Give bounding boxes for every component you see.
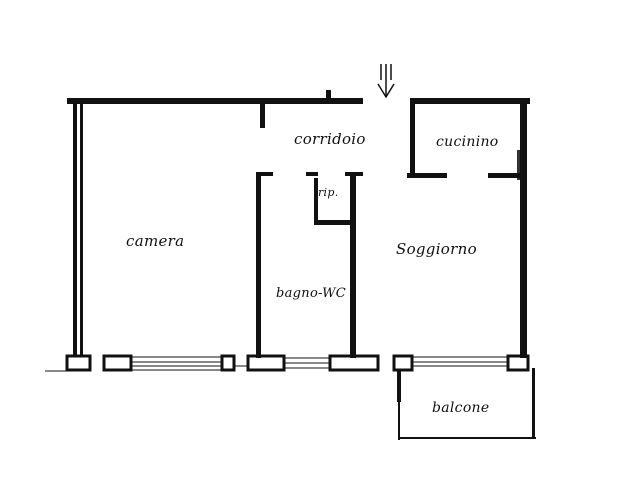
wall-bottom-seg3 [220, 354, 236, 372]
wall-bottom-seg6 [392, 354, 414, 372]
wall-bagno-soggiorno-cap [345, 172, 363, 176]
room-label-corridoio: corridoio [294, 130, 366, 148]
wall-bottom-seg2 [102, 354, 133, 372]
room-label-balcone: balcone [432, 400, 490, 416]
wall-rip-top [306, 172, 318, 176]
window-soggiorno [412, 356, 508, 367]
wall-bottom-seg5 [328, 354, 380, 372]
bottom-wall [45, 354, 530, 372]
wall-cucinino-bottom-right [488, 173, 522, 178]
room-label-bagno: bagno-WC [276, 286, 346, 301]
wall-left-outer [73, 104, 77, 356]
room-label-soggiorno: Soggiorno [396, 240, 477, 258]
wall-camera-bagno-cap [261, 172, 273, 176]
wall-bottom-seg4 [246, 354, 286, 372]
room-label-cucinino: cucinino [436, 134, 499, 150]
wall-bottom-seg1 [65, 354, 92, 372]
wall-left-inner [80, 104, 83, 356]
room-label-ripostiglio: rip. [318, 186, 339, 199]
wall-right [520, 102, 527, 358]
wall-top-camera-end [260, 104, 265, 128]
interior-walls [256, 104, 522, 358]
wall-rip-left [314, 178, 318, 224]
wall-cucinino-left [410, 104, 415, 176]
room-label-camera: camera [126, 232, 185, 250]
wall-top-notch [326, 90, 331, 100]
outer-walls [67, 90, 530, 358]
wall-bagno-soggiorno [350, 172, 356, 358]
wall-bottom-seg7 [506, 354, 530, 372]
wall-rip-bottom [314, 220, 354, 225]
entrance-arrow-icon [377, 64, 395, 99]
window-bagno [284, 357, 330, 369]
wall-right-hatch [517, 150, 520, 180]
balcony-outline [397, 368, 536, 440]
window-camera [131, 356, 222, 371]
wall-top-left [67, 98, 363, 104]
wall-cucinino-bottom-left [407, 173, 447, 178]
wall-top-right [410, 98, 530, 104]
wall-camera-bagno [256, 172, 261, 358]
